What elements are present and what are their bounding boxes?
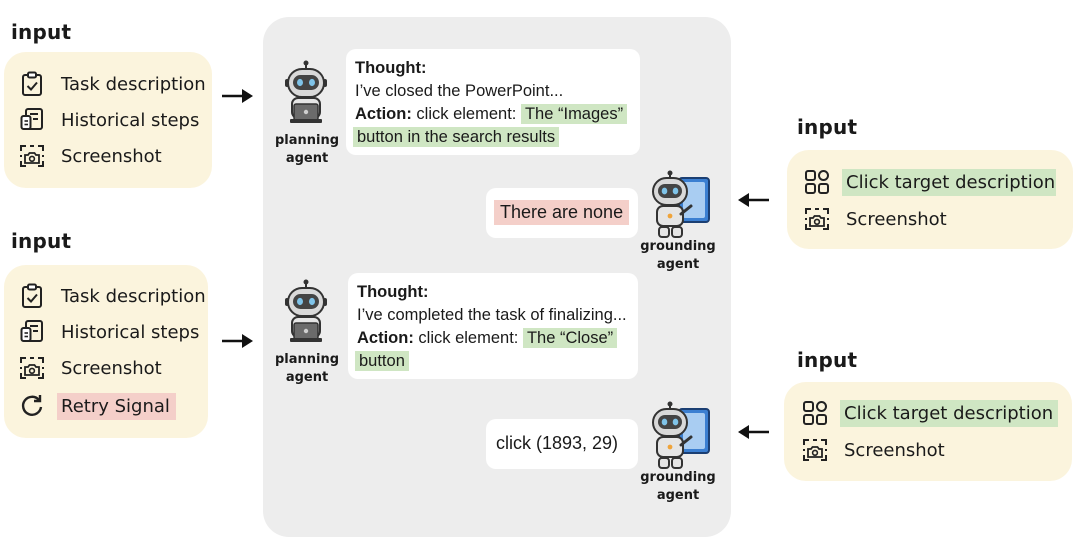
planning-agent-robot-icon: [276, 279, 336, 349]
input-item: Task description: [19, 69, 212, 99]
grounding-output: click (1893, 29): [496, 433, 619, 453]
agent-label-line: grounding: [640, 239, 716, 254]
action-target: The “Close”: [522, 328, 618, 348]
input-item: Screenshot: [802, 435, 951, 465]
clipboard-check-icon: [19, 71, 45, 97]
input-item: Retry Signal: [19, 391, 176, 421]
action-prefix: click element:: [416, 105, 517, 123]
input-item: Screenshot: [19, 141, 168, 171]
screenshot-camera-icon: [804, 206, 830, 232]
agent-label-line: agent: [285, 370, 329, 385]
input-item-label: Task description: [61, 73, 206, 95]
input-title: input: [797, 348, 858, 372]
input-item: Historical steps: [19, 317, 205, 347]
grounding-output: There are none: [494, 200, 630, 225]
arrow-right-icon: [222, 334, 253, 348]
planning-agent-robot-icon: [276, 60, 336, 130]
thought-text: I’ve closed the PowerPoint...: [355, 82, 564, 100]
planning-agent-label: planning agent: [266, 351, 348, 387]
action-prefix: click element:: [418, 329, 519, 347]
grounding-agent-label: grounding agent: [637, 238, 719, 274]
input-item: Historical steps: [19, 105, 205, 135]
retry-arrow-icon: [19, 393, 45, 419]
action-label: Action:: [355, 105, 412, 123]
arrow-left-icon: [738, 425, 769, 439]
input-item-label: Screenshot: [844, 439, 945, 461]
grounding-input-box: Click target description Screenshot: [784, 382, 1072, 481]
grounding-output-bubble: click (1893, 29): [486, 419, 638, 469]
action-target: The “Images”: [520, 104, 628, 124]
screenshot-camera-icon: [802, 437, 828, 463]
grounding-agent-robot-icon: [645, 170, 715, 240]
screenshot-camera-icon: [19, 143, 45, 169]
thought-label: Thought:: [357, 283, 429, 301]
planning-agent-label: planning agent: [266, 132, 348, 168]
agent-label-line: grounding: [640, 470, 716, 485]
planning-thought-bubble: Thought: I’ve completed the task of fina…: [348, 273, 638, 379]
planning-input-box: Task description Historical steps Screen…: [4, 265, 208, 438]
grounding-input-box: Click target description Screenshot: [787, 150, 1073, 249]
input-item-label: Historical steps: [61, 321, 200, 343]
screenshot-camera-icon: [19, 355, 45, 381]
input-item: Click target description: [802, 398, 1058, 428]
input-item-label: Task description: [61, 285, 206, 307]
document-list-icon: [19, 107, 45, 133]
agent-label-line: agent: [656, 488, 700, 503]
agent-label-line: planning: [274, 133, 340, 148]
input-item: Click target description: [804, 167, 1056, 197]
input-item: Task description: [19, 281, 212, 311]
input-item-label: Historical steps: [61, 109, 200, 131]
thought-text: I’ve completed the task of finalizing...: [357, 306, 627, 324]
arrow-left-icon: [738, 193, 769, 207]
action-target: button in the search results: [353, 127, 560, 147]
input-title: input: [11, 229, 72, 253]
grounding-output-bubble: There are none: [486, 188, 638, 238]
input-item-label: Click target description: [842, 168, 1056, 196]
input-item-label: Screenshot: [846, 208, 947, 230]
agent-label-line: agent: [285, 151, 329, 166]
grid-target-icon: [802, 400, 828, 426]
input-item-label: Retry Signal: [57, 392, 176, 420]
grid-target-icon: [804, 169, 830, 195]
clipboard-check-icon: [19, 283, 45, 309]
thought-label: Thought:: [355, 59, 427, 77]
input-item-label: Click target description: [840, 399, 1058, 427]
agent-label-line: agent: [656, 257, 700, 272]
arrow-right-icon: [222, 89, 253, 103]
grounding-agent-robot-icon: [645, 401, 715, 471]
input-title: input: [11, 20, 72, 44]
action-label: Action:: [357, 329, 414, 347]
planning-thought-bubble: Thought: I’ve closed the PowerPoint... A…: [346, 49, 640, 155]
grounding-agent-label: grounding agent: [637, 469, 719, 505]
input-title: input: [797, 115, 858, 139]
input-item-label: Screenshot: [61, 145, 162, 167]
planning-input-box: Task description Historical steps Screen…: [4, 52, 212, 188]
action-target: button: [355, 351, 409, 371]
document-list-icon: [19, 319, 45, 345]
input-item-label: Screenshot: [61, 357, 162, 379]
input-item: Screenshot: [804, 204, 953, 234]
agent-label-line: planning: [274, 352, 340, 367]
input-item: Screenshot: [19, 353, 168, 383]
